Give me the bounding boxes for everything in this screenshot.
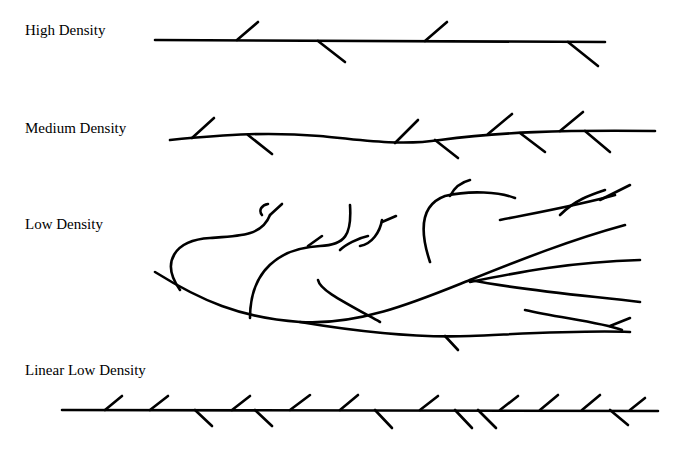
low-density-chain (155, 180, 640, 350)
density-label: Low Density (25, 217, 103, 232)
density-label: Linear Low Density (25, 363, 146, 378)
medium-density-chain (170, 112, 655, 158)
high-density-chain (155, 22, 605, 66)
density-label: Medium Density (25, 121, 126, 136)
linear-low-density-chain (62, 395, 658, 428)
density-label: High Density (25, 23, 105, 38)
